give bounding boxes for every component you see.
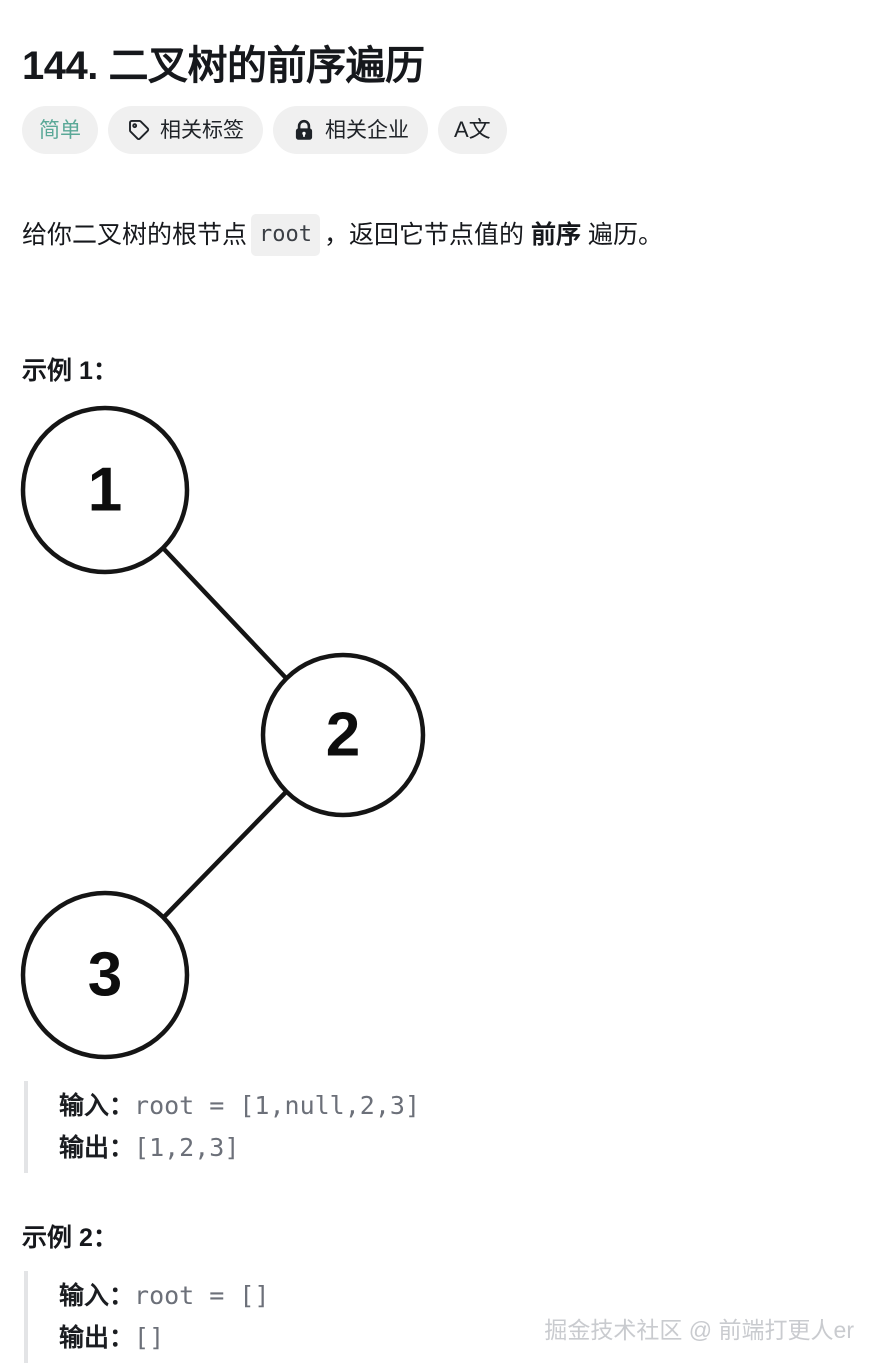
tree-node-3-circle: [20, 890, 190, 1060]
example-1-input-label: 输入：: [59, 1092, 135, 1120]
example-1-output-label: 输出：: [59, 1134, 135, 1162]
problem-meta-badges: 简单 相关标签 相关企业 A文: [22, 106, 507, 154]
watermark: 掘金技术社区 @ 前端打更人er: [544, 1317, 854, 1343]
binary-tree-figure: 1 2 3: [0, 396, 470, 1068]
tree-node-1-label: 1: [88, 456, 122, 525]
example-2-output-label: 输出：: [59, 1324, 135, 1352]
related-tags-button[interactable]: 相关标签: [108, 106, 263, 154]
related-companies-button[interactable]: 相关企业: [273, 106, 428, 154]
example-1-input-line: 输入：root = [1,null,2,3]: [59, 1085, 664, 1127]
difficulty-label: 简单: [39, 118, 81, 142]
example-2-input-label: 输入：: [59, 1282, 135, 1310]
translate-button[interactable]: A文: [438, 106, 507, 154]
related-companies-label: 相关企业: [325, 118, 409, 142]
tree-node-1-circle: [20, 405, 190, 575]
example-2-input-value: root = []: [134, 1281, 270, 1310]
example-2-output-line: 输出：[]: [59, 1317, 664, 1359]
translate-icon: A文: [454, 117, 491, 142]
tree-node-2-circle: [260, 652, 426, 818]
description-tail: 遍历。: [587, 221, 663, 249]
tree-nodes: 1 2 3: [20, 405, 426, 1060]
related-tags-label: 相关标签: [160, 118, 244, 142]
description-before-code: 给你二叉树的根节点: [22, 221, 248, 249]
tree-node-2-label: 2: [326, 701, 360, 770]
description-emphasis: 前序: [530, 221, 581, 249]
example-2-heading: 示例 2：: [22, 1223, 118, 1252]
example-1-codeblock: 输入：root = [1,null,2,3] 输出：[1,2,3]: [24, 1081, 664, 1173]
example-2-output-value: []: [134, 1323, 165, 1352]
example-1-input-value: root = [1,null,2,3]: [134, 1091, 420, 1120]
description-after-code: ，返回它节点值的: [324, 221, 525, 249]
edge-1-2: [160, 545, 288, 680]
difficulty-badge[interactable]: 简单: [22, 106, 98, 154]
page-title: 144. 二叉树的前序遍历: [22, 43, 425, 88]
binary-tree-svg: 1 2 3: [20, 405, 426, 1060]
example-2-codeblock: 输入：root = [] 输出：[]: [24, 1271, 664, 1363]
edge-2-3: [160, 790, 288, 921]
example-2-input-line: 输入：root = []: [59, 1275, 664, 1317]
lock-icon: [292, 118, 316, 142]
example-1-heading: 示例 1：: [22, 356, 118, 385]
tag-icon: [127, 118, 151, 142]
example-1-output-line: 输出：[1,2,3]: [59, 1127, 664, 1169]
root-code-chip: root: [251, 214, 320, 256]
tree-node-3-label: 3: [88, 941, 122, 1010]
tree-edges: [160, 545, 288, 921]
example-1-output-value: [1,2,3]: [134, 1133, 240, 1162]
